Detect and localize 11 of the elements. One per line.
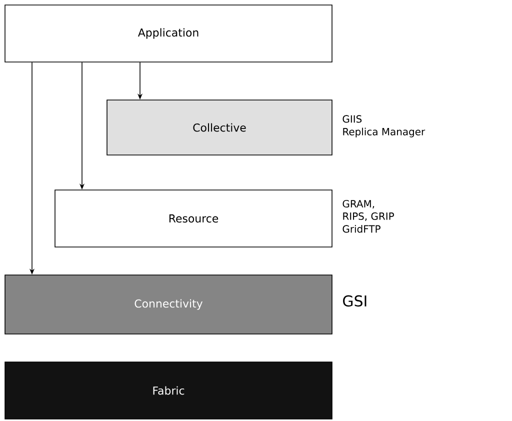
layer-box: Resource	[54, 190, 332, 248]
layer-box: Application	[4, 4, 332, 62]
layer-box: Connectivity	[4, 274, 332, 334]
side-label: GIIS	[342, 115, 362, 123]
side-label: Replica Manager	[343, 128, 426, 138]
side-label: GSI	[343, 295, 366, 307]
layer-box: Fabric	[4, 362, 332, 420]
side-label: RIPS, GRIP	[343, 212, 394, 221]
layer-box: Collective	[106, 100, 332, 156]
side-label: GridFTP	[342, 225, 380, 233]
side-label: GRAM,	[342, 200, 374, 209]
